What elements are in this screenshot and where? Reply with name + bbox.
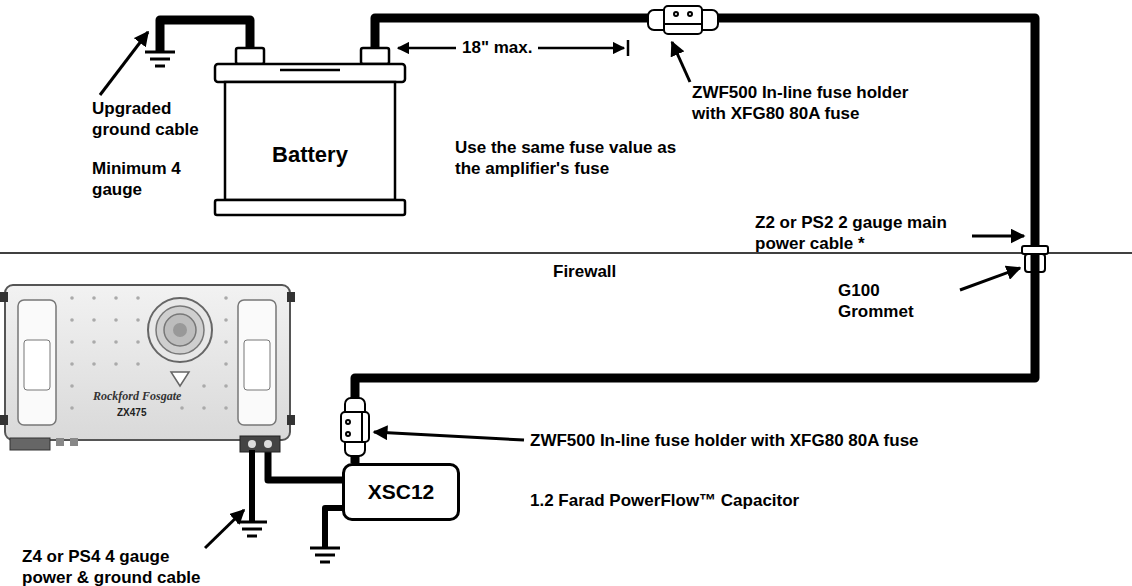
surface-dot [70, 362, 74, 366]
model-number: ZX475 [117, 407, 146, 418]
cable-note: Upgraded ground cable [92, 98, 224, 140]
surface-dot [224, 384, 228, 388]
dimension-label: 18" max. [456, 37, 538, 58]
part-label: Z2 or PS2 2 gauge main power cable * [755, 212, 967, 254]
cable-note: Minimum 4 gauge [92, 158, 202, 200]
fuse-holder [648, 6, 718, 34]
surface-dot [136, 362, 140, 366]
capacitor-box: XSC12 [342, 463, 460, 521]
surface-dot [114, 362, 118, 366]
grommet [1022, 246, 1048, 272]
surface-dot [202, 406, 206, 410]
firewall-line [0, 252, 1132, 254]
node-label: Battery [272, 142, 348, 168]
battery-box: Battery [215, 64, 405, 215]
amplifier-illustration [0, 285, 295, 452]
node-label: XSC12 [368, 480, 435, 504]
surface-dot [92, 362, 96, 366]
part-label: ZWF500 In-line fuse holder with XFG80 80… [692, 82, 920, 124]
surface-dot [92, 318, 96, 322]
fuse-holder [341, 398, 369, 456]
surface-dot [70, 340, 74, 344]
surface-dot [92, 340, 96, 344]
surface-dot [224, 318, 228, 322]
surface-dot [70, 318, 74, 322]
surface-dot [114, 318, 118, 322]
firewall-label: Firewall [553, 261, 616, 282]
surface-dot [224, 406, 228, 410]
surface-dot [224, 362, 228, 366]
part-label: ZWF500 In-line fuse holder with XFG80 80… [530, 430, 919, 451]
surface-dot [114, 296, 118, 300]
surface-dot [92, 296, 96, 300]
part-label: Z4 or PS4 4 gauge power & ground cable [22, 546, 207, 586]
surface-dot [202, 384, 206, 388]
ground-cable [237, 450, 342, 562]
amplifier-box: Rockford FosgateZX475 [5, 285, 290, 440]
leader-arrow [100, 32, 1024, 548]
battery-illustration [215, 48, 405, 215]
power-cable [355, 18, 1035, 463]
surface-dot [70, 296, 74, 300]
surface-dot [70, 384, 74, 388]
surface-dot [136, 296, 140, 300]
part-label: G100 Grommet [838, 280, 956, 322]
surface-dot [114, 340, 118, 344]
brand-logo: Rockford Fosgate [93, 389, 181, 404]
fuse-note: Use the same fuse value as the amplifier… [455, 137, 705, 179]
surface-dot [224, 296, 228, 300]
surface-dot [70, 406, 74, 410]
part-label: 1.2 Farad PowerFlow™ Capacitor [530, 490, 799, 511]
surface-dot [136, 318, 140, 322]
ground-cable [145, 20, 250, 66]
surface-dot [224, 340, 228, 344]
surface-dot [180, 406, 184, 410]
surface-dot [136, 340, 140, 344]
